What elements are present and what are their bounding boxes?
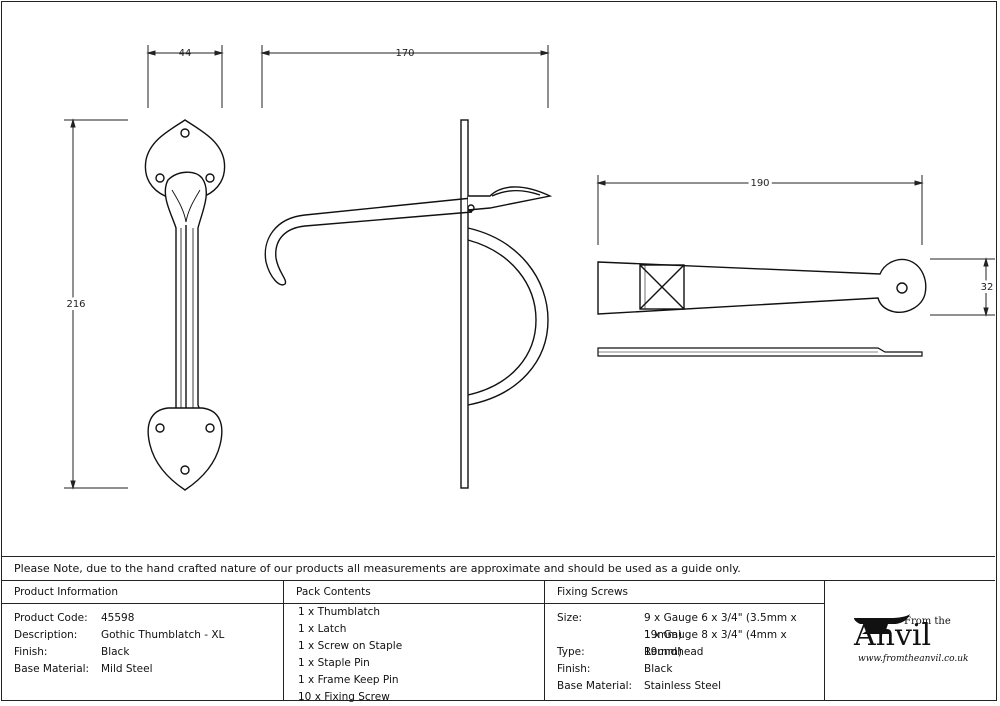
- fixing-value: Stainless Steel: [644, 680, 722, 692]
- pack-contents-panel: Pack Contents 1 x Thumblatch 1 x Latch 1…: [284, 581, 545, 703]
- pack-item: 10 x Fixing Screw: [298, 691, 390, 703]
- dim-32-label: 32: [981, 282, 994, 293]
- latch-bar-view: [597, 258, 927, 315]
- fixing-value: 1 x Gauge 8 x 3/4" (4mm x 19mm): [644, 629, 787, 658]
- fixing-label: Type:: [557, 646, 585, 658]
- product-info-value: 45598: [101, 612, 135, 624]
- product-info-row: Product Code: 45598: [14, 610, 283, 627]
- fixing-value: Roundhead: [644, 646, 704, 658]
- product-info-label: Finish:: [14, 646, 48, 658]
- product-info-row: Base Material: Mild Steel: [14, 661, 283, 678]
- logo-main-text: Anvil: [854, 618, 932, 653]
- product-info-value: Gothic Thumblatch - XL: [101, 629, 225, 641]
- fixing-label: Base Material:: [557, 680, 633, 692]
- product-info-label: Description:: [14, 629, 78, 641]
- fixing-value: 9 x Gauge 6 x 3/4" (3.5mm x 19mm): [644, 612, 797, 641]
- fixing-label: [557, 627, 644, 644]
- dim-44-label: 44: [179, 48, 192, 59]
- fixing-row: Type: Roundhead: [557, 644, 824, 661]
- pack-item: 1 x Thumblatch: [298, 606, 381, 618]
- fixing-label: Size:: [557, 612, 583, 624]
- pack-item: 1 x Frame Keep Pin: [298, 674, 399, 686]
- product-info-label: Product Code:: [14, 612, 88, 624]
- fixing-row: Finish: Black: [557, 661, 824, 678]
- measurement-note: Please Note, due to the hand crafted nat…: [2, 556, 995, 581]
- fixing-value: Black: [644, 663, 673, 675]
- dimension-44: [146, 45, 224, 108]
- product-info-row: Finish: Black: [14, 644, 283, 661]
- pack-contents-heading: Pack Contents: [284, 581, 544, 604]
- dim-190-label: 190: [750, 178, 769, 189]
- logo-small-text: From the: [904, 616, 951, 627]
- pack-item: 1 x Latch: [298, 623, 347, 635]
- dimension-190: [596, 175, 924, 245]
- fixing-screws-panel: Fixing Screws Size: 9 x Gauge 6 x 3/4" (…: [545, 581, 825, 700]
- fixing-label: Finish:: [557, 663, 591, 675]
- technical-drawing: 44 170 216 190 32: [63, 45, 996, 491]
- pack-item: 1 x Staple Pin: [298, 657, 370, 669]
- pack-item: 1 x Screw on Staple: [298, 640, 403, 652]
- anvil-icon: [854, 614, 910, 634]
- product-info-value: Black: [101, 646, 130, 658]
- logo-url-text: www.fromtheanvil.co.uk: [858, 654, 969, 664]
- dimension-32: [930, 257, 995, 317]
- fixing-row: 1 x Gauge 8 x 3/4" (4mm x 19mm): [557, 627, 824, 658]
- product-info-label: Base Material:: [14, 663, 90, 675]
- dim-170-label: 170: [395, 48, 414, 59]
- fixing-screws-heading: Fixing Screws: [545, 581, 824, 604]
- dim-216-label: 216: [66, 299, 85, 310]
- dimension-170: [260, 45, 550, 108]
- thumblatch-side-view: [264, 119, 553, 489]
- from-the-anvil-logo: From the Anvil www.fromtheanvil.co.uk: [852, 610, 982, 670]
- latch-bar-side-view: [597, 347, 923, 357]
- handle-front-view: [144, 119, 226, 491]
- product-info-value: Mild Steel: [101, 663, 153, 675]
- product-information-panel: Product Information Product Code: 45598 …: [2, 581, 284, 700]
- fixing-row: Base Material: Stainless Steel: [557, 678, 824, 695]
- dimension-216: [64, 118, 128, 490]
- product-info-row: Description: Gothic Thumblatch - XL: [14, 627, 283, 644]
- product-information-heading: Product Information: [2, 581, 283, 604]
- fixing-row: Size: 9 x Gauge 6 x 3/4" (3.5mm x 19mm): [557, 610, 824, 641]
